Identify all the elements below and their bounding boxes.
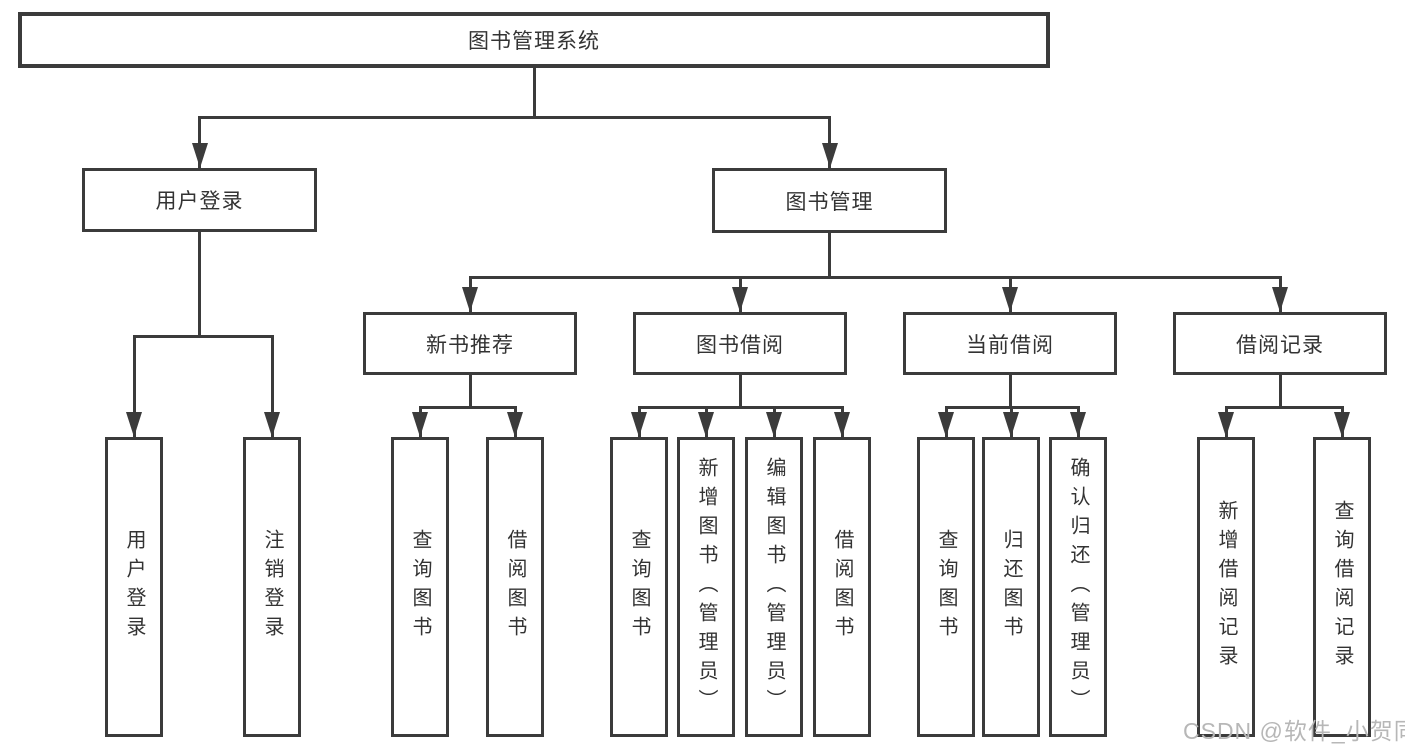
node-label-j3: 编辑图书（管理员）: [763, 456, 785, 718]
arrowhead-icon: [507, 412, 523, 437]
node-label-login: 用户登录: [155, 190, 244, 213]
node-box-d2: 归还图书: [982, 437, 1040, 737]
connector-bus-cur: [944, 406, 1080, 409]
node-box-root: 图书管理系统: [18, 12, 1050, 68]
node-label-u1: 用户登录: [123, 529, 145, 645]
node-box-mgmt: 图书管理: [712, 168, 947, 233]
arrowhead-icon: [1002, 287, 1018, 312]
connector-stem-root: [532, 68, 536, 119]
connector-stem-login: [198, 232, 201, 338]
connector-bus-root: [198, 116, 831, 119]
arrowhead-icon: [462, 287, 478, 312]
node-label-d2: 归还图书: [1000, 529, 1022, 645]
connector-bus-bor: [637, 406, 844, 409]
node-box-j1: 查询图书: [610, 437, 668, 737]
connector-stem-mgmt: [828, 233, 831, 279]
arrowhead-icon: [698, 412, 714, 437]
node-box-u2: 注销登录: [243, 437, 301, 737]
arrowhead-icon: [631, 412, 647, 437]
arrowhead-icon: [1272, 287, 1288, 312]
node-box-login: 用户登录: [82, 168, 317, 232]
node-label-bor: 图书借阅: [696, 333, 784, 357]
node-label-n2: 借阅图书: [504, 529, 526, 645]
node-box-r1: 新增借阅记录: [1197, 437, 1255, 737]
connector-bus-login: [132, 335, 274, 338]
node-label-d1: 查询图书: [935, 529, 957, 645]
connector-bus-his: [1224, 406, 1344, 409]
connector-stem-cur: [1008, 375, 1012, 409]
node-box-bor: 图书借阅: [633, 312, 847, 375]
arrowhead-icon: [834, 412, 850, 437]
arrowhead-icon: [1003, 412, 1019, 437]
node-box-rec: 新书推荐: [363, 312, 577, 375]
arrowhead-icon: [732, 287, 748, 312]
node-box-d3: 确认归还（管理员）: [1049, 437, 1107, 737]
arrowhead-icon: [938, 412, 954, 437]
node-box-n1: 查询图书: [391, 437, 449, 737]
connector-bus-mgmt: [468, 276, 1282, 279]
arrowhead-icon: [126, 412, 142, 437]
arrowhead-icon: [1218, 412, 1234, 437]
arrowhead-icon: [766, 412, 782, 437]
arrowhead-icon: [412, 412, 428, 437]
node-box-u1: 用户登录: [105, 437, 163, 737]
node-box-j2: 新增图书（管理员）: [677, 437, 735, 737]
node-box-r2: 查询借阅记录: [1313, 437, 1371, 737]
node-label-u2: 注销登录: [261, 529, 283, 645]
connector-stem-rec: [468, 375, 472, 409]
arrowhead-icon: [821, 143, 838, 168]
node-box-n2: 借阅图书: [486, 437, 544, 737]
node-box-d1: 查询图书: [917, 437, 975, 737]
node-label-his: 借阅记录: [1236, 333, 1324, 357]
arrowhead-icon: [1070, 412, 1086, 437]
node-box-his: 借阅记录: [1173, 312, 1387, 375]
node-label-r1: 新增借阅记录: [1215, 500, 1237, 674]
watermark: CSDN @软件_小贺同学: [1183, 718, 1405, 744]
connector-drop-u2: [270, 338, 274, 437]
node-label-j4: 借阅图书: [831, 529, 853, 645]
node-label-d3: 确认归还（管理员）: [1067, 456, 1089, 718]
node-label-cur: 当前借阅: [966, 333, 1054, 357]
node-box-cur: 当前借阅: [903, 312, 1117, 375]
node-label-r2: 查询借阅记录: [1331, 500, 1353, 674]
node-label-rec: 新书推荐: [426, 333, 514, 357]
node-box-j4: 借阅图书: [813, 437, 871, 737]
connector-stem-his: [1278, 375, 1282, 409]
arrowhead-icon: [191, 143, 208, 168]
node-label-root: 图书管理系统: [468, 30, 600, 53]
node-box-j3: 编辑图书（管理员）: [745, 437, 803, 737]
arrowhead-icon: [264, 412, 280, 437]
node-label-n1: 查询图书: [409, 529, 431, 645]
node-label-mgmt: 图书管理: [785, 190, 874, 214]
arrowhead-icon: [1334, 412, 1350, 437]
connector-drop-u1: [132, 338, 136, 437]
connector-stem-bor: [738, 375, 742, 409]
node-label-j2: 新增图书（管理员）: [695, 456, 717, 718]
connector-bus-rec: [418, 406, 517, 409]
node-label-j1: 查询图书: [628, 529, 650, 645]
